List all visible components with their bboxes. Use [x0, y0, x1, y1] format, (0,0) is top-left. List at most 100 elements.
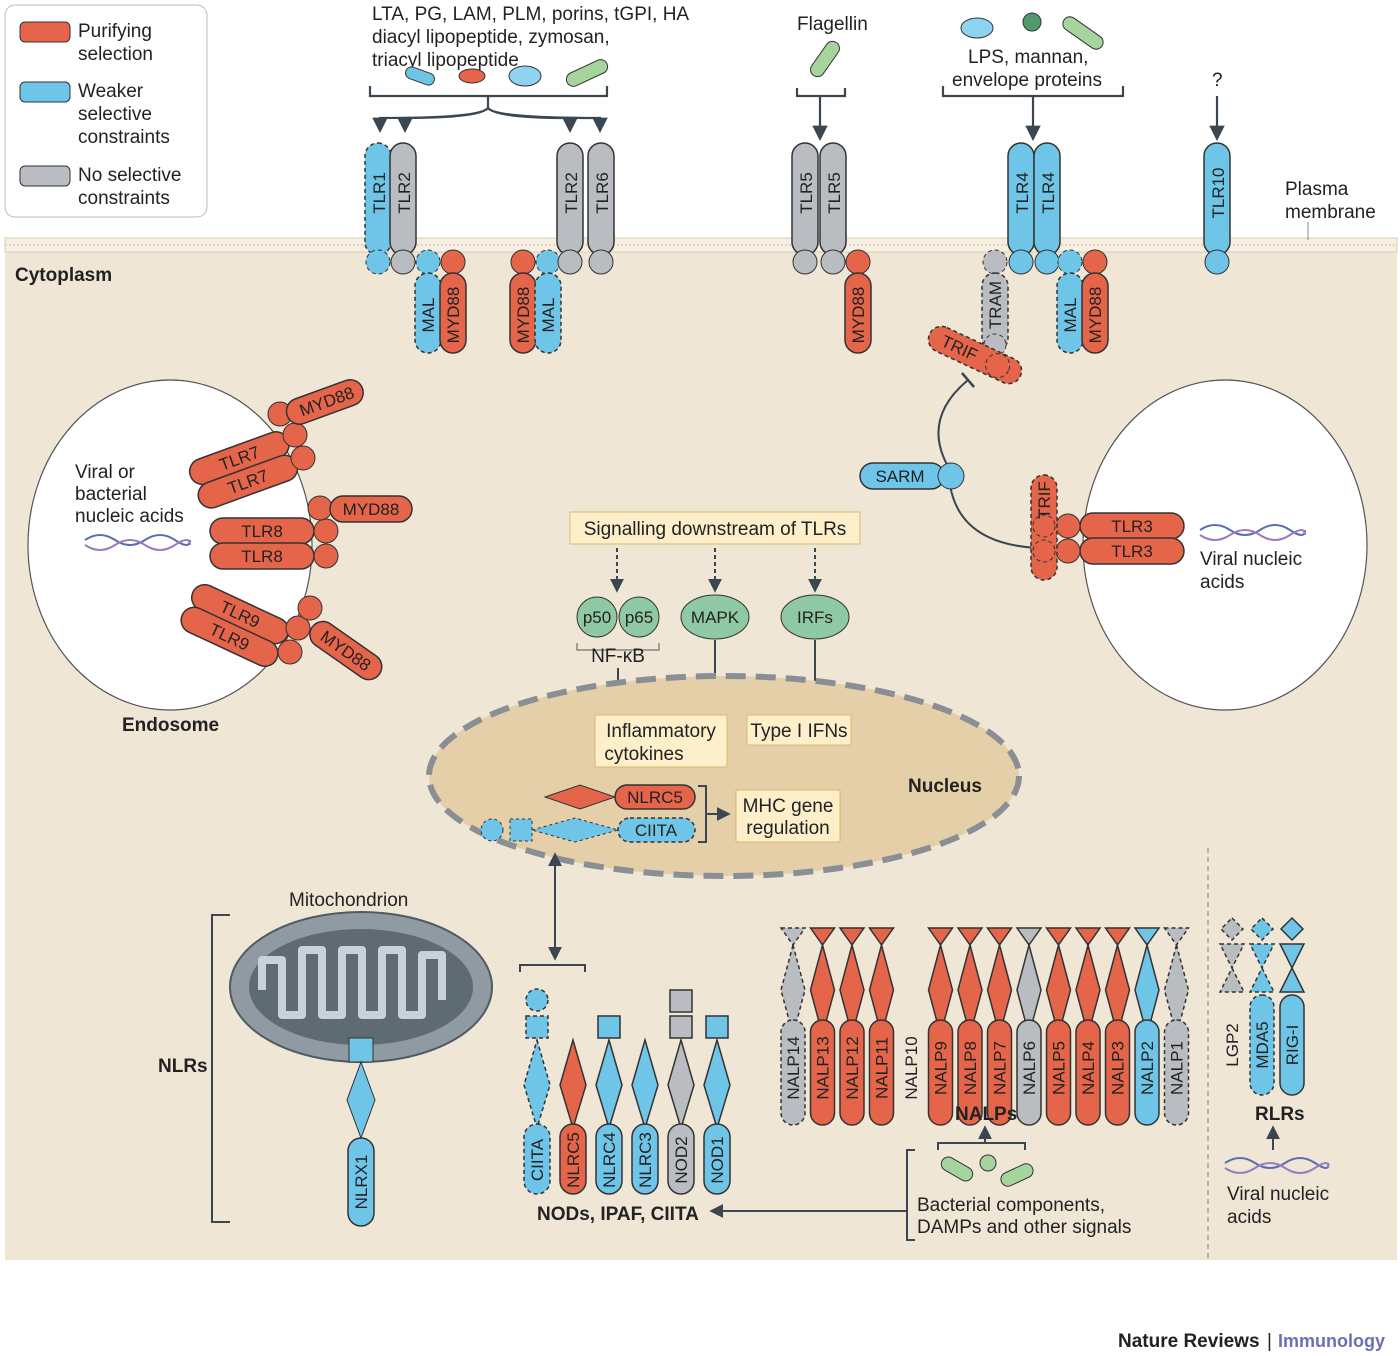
legend-purifying-2: selection [78, 44, 153, 65]
svg-text:TLR2: TLR2 [562, 172, 581, 214]
type1-box [746, 714, 852, 746]
nods-label: NODs, IPAF, CIITA [537, 1204, 699, 1225]
nod-label: NOD1 [708, 1136, 727, 1183]
plasma-membrane-label-2: membrane [1285, 202, 1376, 223]
nod-label: NLRC4 [600, 1132, 619, 1188]
nalp-label: NALP7 [991, 1041, 1010, 1095]
bacterial-components-icons [940, 1154, 1034, 1187]
nalp-protein-nalp13: NALP13 [809, 927, 836, 1126]
nalp-protein-nalp2: NALP2 [1133, 927, 1161, 1126]
nalps-label: NALPs [955, 1104, 1017, 1125]
nalp-label: NALP6 [1020, 1041, 1039, 1095]
nalp-protein-nalp9: NALP9 [927, 927, 954, 1126]
viral-bottom-1: Viral nucleic [1227, 1184, 1329, 1205]
mhc-label-2: regulation [746, 818, 829, 839]
ligands-line-1: LTA, PG, LAM, PLM, porins, tGPI, HA [372, 4, 689, 25]
nod-protein-nlrc4: NLRC4 [595, 1015, 623, 1195]
svg-text:MAPK: MAPK [691, 608, 740, 627]
svg-text:NLRX1: NLRX1 [352, 1155, 371, 1210]
footer-journal: Nature Reviews [1118, 1331, 1260, 1352]
myd88-adaptor-d: MYD88 [1081, 249, 1109, 354]
nlrc5-nucleus: NLRC5 [543, 784, 696, 810]
flagellin-label: Flagellin [797, 14, 868, 35]
nod-protein-nod1: NOD1 [703, 1015, 731, 1195]
svg-text:MAL: MAL [419, 298, 438, 333]
nalp-protein-nalp14: NALP14 [779, 927, 807, 1126]
nod-label: NLRC3 [636, 1132, 655, 1188]
dna-helix-right [1199, 524, 1306, 541]
svg-text:IRFs: IRFs [797, 608, 833, 627]
tlr8-dimer: TLR8 TLR8 MYD88 [209, 495, 413, 570]
tlr5-receptor-b: TLR5 [819, 142, 847, 275]
bacterial-label-1: Bacterial components, [917, 1195, 1105, 1216]
rlr-protein-rigi: RIG-I [1278, 916, 1306, 1096]
legend-swatch-weaker [19, 81, 71, 103]
myd88-adaptor-c: MYD88 [844, 249, 872, 354]
legend-purifying-1: Purifying [78, 21, 152, 42]
nalp-label: NALP2 [1138, 1041, 1157, 1095]
nalp-label: NALP9 [932, 1041, 951, 1095]
nucleus-label: Nucleus [908, 776, 982, 797]
svg-text:MYD88: MYD88 [514, 287, 533, 344]
ciita-nucleus: CIITA [480, 817, 696, 843]
tlr2-receptor-b: TLR2 [556, 142, 584, 275]
tlr1-receptor: TLR1 [364, 142, 392, 275]
bacterial-label-2: DAMPs and other signals [917, 1217, 1131, 1238]
inflammatory-label-1: Inflammatory [606, 721, 716, 742]
nod-protein-nlrc3: NLRC3 [631, 1037, 659, 1195]
viral-bacterial-1: Viral or [75, 462, 136, 483]
svg-text:MYD88: MYD88 [343, 500, 400, 519]
nalp-label: NALP8 [961, 1041, 980, 1095]
svg-text:TLR5: TLR5 [797, 172, 816, 214]
svg-text:NLRC5: NLRC5 [627, 788, 683, 807]
legend-none-2: constraints [78, 188, 170, 209]
dna-helix-left [84, 534, 191, 551]
svg-text:TLR3: TLR3 [1111, 542, 1153, 561]
tlr5-receptor-a: TLR5 [791, 142, 819, 275]
mal-adaptor-a: MAL [414, 249, 442, 354]
nod-label: NOD2 [672, 1136, 691, 1183]
mitochondrion-label: Mitochondrion [289, 890, 408, 911]
tram-adaptor: TRAM [981, 249, 1009, 357]
nod-protein-ciita: CIITA [523, 988, 551, 1195]
nalp-label: NALP5 [1050, 1041, 1069, 1095]
svg-text:MYD88: MYD88 [444, 287, 463, 344]
endosome-label: Endosome [122, 715, 219, 736]
inflammatory-label-2: cytokines [604, 744, 683, 765]
rlrs-label: RLRs [1255, 1104, 1305, 1125]
nalp-protein-nalp6: NALP6 [1015, 927, 1043, 1126]
ligands-line-3: triacyl lipopeptide [372, 50, 519, 71]
rlr-protein-mda5: MDA5 [1248, 916, 1276, 1096]
viral-nucleic-right-1: Viral nucleic [1200, 549, 1302, 570]
svg-text:TLR4: TLR4 [1039, 172, 1058, 214]
legend-weaker-2: selective [78, 104, 152, 125]
legend-swatch-none [19, 165, 71, 187]
tlr2-receptor-a: TLR2 [389, 142, 417, 275]
trif-adaptor-endosome: TRIF [1030, 474, 1058, 581]
svg-text:TLR8: TLR8 [241, 522, 283, 541]
nalp-label: NALP1 [1168, 1041, 1187, 1095]
lps-icons [960, 12, 1104, 50]
svg-text:TLR8: TLR8 [241, 547, 283, 566]
nalp-protein-nalp10: NALP10 [902, 1036, 921, 1099]
svg-text:MYD88: MYD88 [849, 287, 868, 344]
svg-text:MAL: MAL [1061, 298, 1080, 333]
sarm-inhibit-bottom [949, 484, 1041, 549]
mal-adaptor-b: MAL [534, 249, 562, 354]
ligands-line-2: diacyl lipopeptide, zymosan, [372, 27, 610, 48]
nalp-protein-nalp1: NALP1 [1163, 927, 1190, 1126]
svg-text:TRIF: TRIF [1035, 481, 1054, 519]
nalp-label: NALP13 [814, 1036, 833, 1099]
nod-protein-nlrc5: NLRC5 [559, 1037, 587, 1195]
lps-line-2: envelope proteins [952, 70, 1102, 91]
footer-separator: | [1267, 1331, 1272, 1352]
nalp-protein-nalp8: NALP8 [956, 927, 984, 1126]
nalp-protein-nalp4: NALP4 [1074, 927, 1102, 1126]
bracket-top-ligands [368, 86, 609, 108]
svg-text:CIITA: CIITA [635, 821, 678, 840]
nalp-label: NALP12 [843, 1036, 862, 1099]
tlr10-receptor: TLR10 [1203, 142, 1231, 275]
